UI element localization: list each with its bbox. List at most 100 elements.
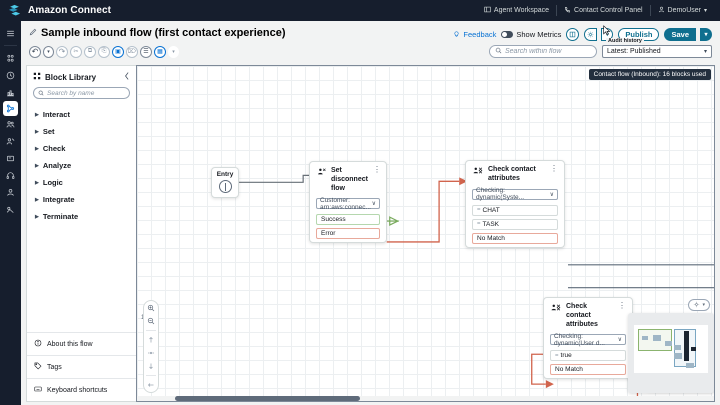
block-category-check[interactable]: ▶ Check: [27, 140, 136, 157]
contact-control-panel-link[interactable]: Contact Control Panel: [557, 6, 649, 15]
user-menu[interactable]: DemoUser ▾: [651, 6, 714, 15]
about-this-flow-item[interactable]: About this flow: [27, 332, 136, 355]
sidebar-item-headset[interactable]: [0, 167, 21, 184]
chevron-down-icon: ∨: [549, 191, 554, 198]
node-port-task[interactable]: = TASK: [472, 218, 558, 230]
node-port-no-match[interactable]: No Match: [550, 364, 626, 376]
entry-node[interactable]: Entry: [211, 167, 239, 198]
block-category-logic[interactable]: ▶ Logic: [27, 174, 136, 191]
flow-layout-button[interactable]: [566, 28, 580, 41]
node-menu-button[interactable]: ⋮: [372, 165, 381, 174]
back-arrow-icon[interactable]: [147, 381, 155, 389]
sidebar-item-profile[interactable]: [0, 184, 21, 201]
chevron-down-icon: ▾: [172, 48, 175, 55]
node-parameter-select[interactable]: Customer: arn:aws:connec... ∨: [316, 196, 380, 211]
delete-button[interactable]: ⌦: [126, 45, 138, 58]
scrollbar-thumb[interactable]: [175, 396, 360, 401]
node-port-chat[interactable]: = CHAT: [472, 204, 558, 216]
flow-info-tooltip: Contact flow (Inbound): 16 blocks used: [588, 69, 711, 80]
node-port-true[interactable]: = true: [550, 350, 626, 362]
flow-workspace: Block Library ▶ Interact: [26, 65, 715, 402]
zoom-controls: [143, 300, 159, 393]
block-category-analyze[interactable]: ▶ Analyze: [27, 157, 136, 174]
center-icon[interactable]: [147, 349, 155, 357]
chevron-right-icon: ▶: [35, 145, 39, 152]
node-title: Set disconnect flow: [331, 167, 368, 192]
canvas-horizontal-scrollbar[interactable]: [137, 396, 714, 401]
divider: [146, 330, 156, 331]
block-search-input[interactable]: [47, 89, 125, 97]
sidebar-item-tools[interactable]: [0, 201, 21, 218]
cut-button[interactable]: ✂: [70, 45, 82, 58]
copy-button[interactable]: ⧉: [84, 45, 96, 58]
fit-icon[interactable]: [147, 336, 155, 344]
keyboard-shortcuts-item[interactable]: Keyboard shortcuts: [27, 378, 136, 401]
node-set-disconnect-flow[interactable]: Set disconnect flow ⋮ Customer: arn:aws:…: [309, 161, 387, 244]
toggle-switch[interactable]: [501, 31, 514, 38]
show-metrics-toggle[interactable]: Show Metrics: [501, 30, 561, 39]
sidebar-item-agent[interactable]: [0, 133, 21, 150]
node-port-error[interactable]: Error: [316, 228, 380, 240]
pencil-icon[interactable]: [29, 27, 37, 39]
zoom-out-icon[interactable]: [147, 317, 155, 325]
save-button[interactable]: Save: [664, 28, 696, 41]
block-category-set[interactable]: ▶ Set: [27, 123, 136, 140]
audit-history-select[interactable]: Latest: Published ▾: [602, 45, 712, 58]
flow-canvas[interactable]: Contact flow (Inbound): 16 blocks used: [136, 65, 715, 402]
node-parameter-value: Customer: arn:aws:connec...: [320, 196, 371, 211]
layout-button[interactable]: ▦: [154, 45, 166, 58]
minimap-block: [665, 341, 672, 346]
audit-history-field: Audit history Latest: Published ▾: [602, 38, 712, 58]
undo-button[interactable]: ↶: [29, 45, 41, 58]
reset-icon[interactable]: [147, 362, 155, 370]
minimap-block: [642, 336, 648, 340]
chevron-right-icon: ▶: [35, 162, 39, 169]
chevron-left-icon[interactable]: [124, 72, 130, 82]
redo-button[interactable]: ↷: [56, 45, 68, 58]
save-caret-button[interactable]: ▾: [700, 28, 712, 41]
flow-search-box[interactable]: [489, 45, 597, 58]
select-all-icon: ▣: [115, 49, 121, 55]
sidebar-item-channels[interactable]: [0, 150, 21, 167]
node-port-no-match[interactable]: No Match: [472, 232, 558, 244]
node-parameter-select[interactable]: Checking: dynamic(Syste... ∨: [472, 187, 558, 201]
sidebar-item-routing[interactable]: [0, 50, 21, 67]
minimap-toggle-button[interactable]: ▾: [688, 299, 710, 311]
minimap-panel[interactable]: ▾: [628, 299, 714, 393]
tags-item[interactable]: Tags: [27, 355, 136, 378]
block-category-interact[interactable]: ▶ Interact: [27, 106, 136, 123]
sidebar-item-flows[interactable]: [3, 101, 18, 116]
layout-caret-button[interactable]: ▾: [168, 45, 179, 58]
node-menu-button[interactable]: ⋮: [550, 164, 558, 173]
agent-workspace-link[interactable]: Agent Workspace: [477, 6, 556, 15]
sidebar-item-users[interactable]: [0, 116, 21, 133]
zoom-in-icon[interactable]: [147, 304, 155, 312]
select-all-button[interactable]: ▣: [112, 45, 124, 58]
paste-icon: ⎘: [101, 48, 107, 54]
node-check-contact-attributes-1[interactable]: Check contact attributes ⋮ Checking: dyn…: [465, 160, 565, 248]
feedback-button[interactable]: Feedback: [453, 30, 496, 40]
block-category-label: Terminate: [42, 212, 79, 221]
block-category-integrate[interactable]: ▶ Integrate: [27, 191, 136, 208]
entry-label: Entry: [216, 171, 234, 178]
hamburger-icon[interactable]: [0, 25, 21, 42]
minimap-block: [674, 345, 681, 350]
node-parameter-select[interactable]: Checking: dynamic(User d... ∨: [550, 333, 626, 347]
node-menu-button[interactable]: ⋮: [618, 301, 626, 310]
topbar-divider-2: [649, 5, 651, 16]
block-library-search[interactable]: [33, 87, 130, 99]
brand-title: Amazon Connect: [28, 5, 112, 16]
minimap-viewport[interactable]: [634, 325, 708, 373]
undo-caret-button[interactable]: ▾: [43, 45, 54, 58]
align-button[interactable]: ☰: [140, 45, 152, 58]
equals-icon: =: [477, 207, 481, 213]
settings-button[interactable]: [584, 28, 598, 41]
sidebar-item-clock[interactable]: [0, 67, 21, 84]
search-input[interactable]: [505, 48, 591, 55]
block-category-terminate[interactable]: ▶ Terminate: [27, 208, 136, 225]
sidebar-item-analytics[interactable]: [0, 84, 21, 101]
paste-button[interactable]: ⎘: [98, 45, 110, 58]
node-port-success[interactable]: Success: [316, 214, 380, 226]
aws-logo-icon[interactable]: [0, 4, 28, 17]
node-check-contact-attributes-2[interactable]: Check contact attributes ⋮ Checking: dyn…: [543, 297, 633, 380]
